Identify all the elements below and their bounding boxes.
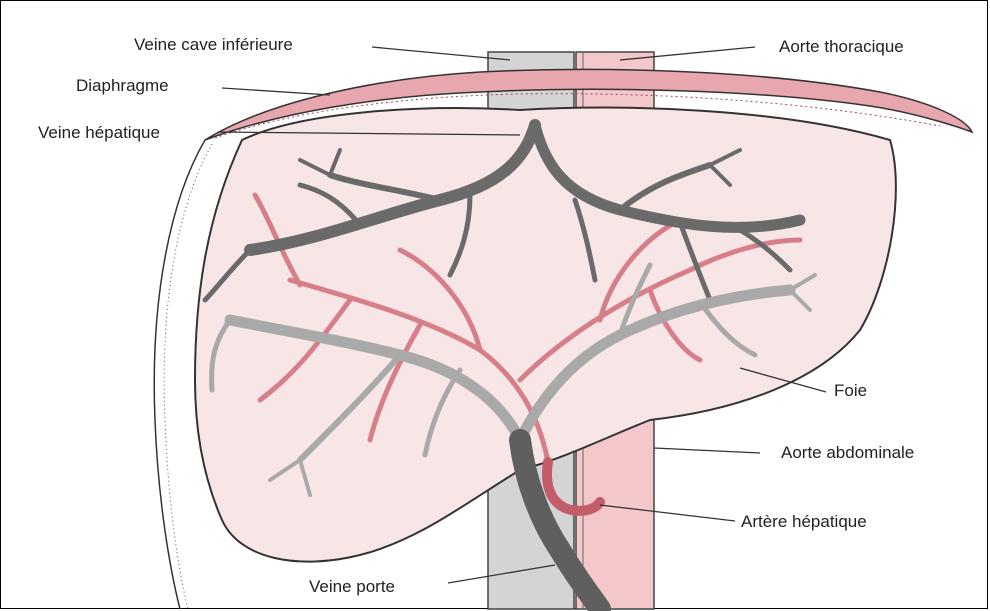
label-diaphragme: Diaphragme <box>76 77 169 94</box>
label-veine-cave-inferieure: Veine cave inférieure <box>134 36 293 53</box>
label-artere-hepatique: Artère hépatique <box>741 513 867 530</box>
label-aorte-abdominale: Aorte abdominale <box>781 444 914 461</box>
label-aorte-thoracique: Aorte thoracique <box>779 38 904 55</box>
label-veine-hepatique: Veine hépatique <box>38 124 160 141</box>
label-foie: Foie <box>834 382 867 399</box>
label-veine-porte: Veine porte <box>309 578 395 595</box>
